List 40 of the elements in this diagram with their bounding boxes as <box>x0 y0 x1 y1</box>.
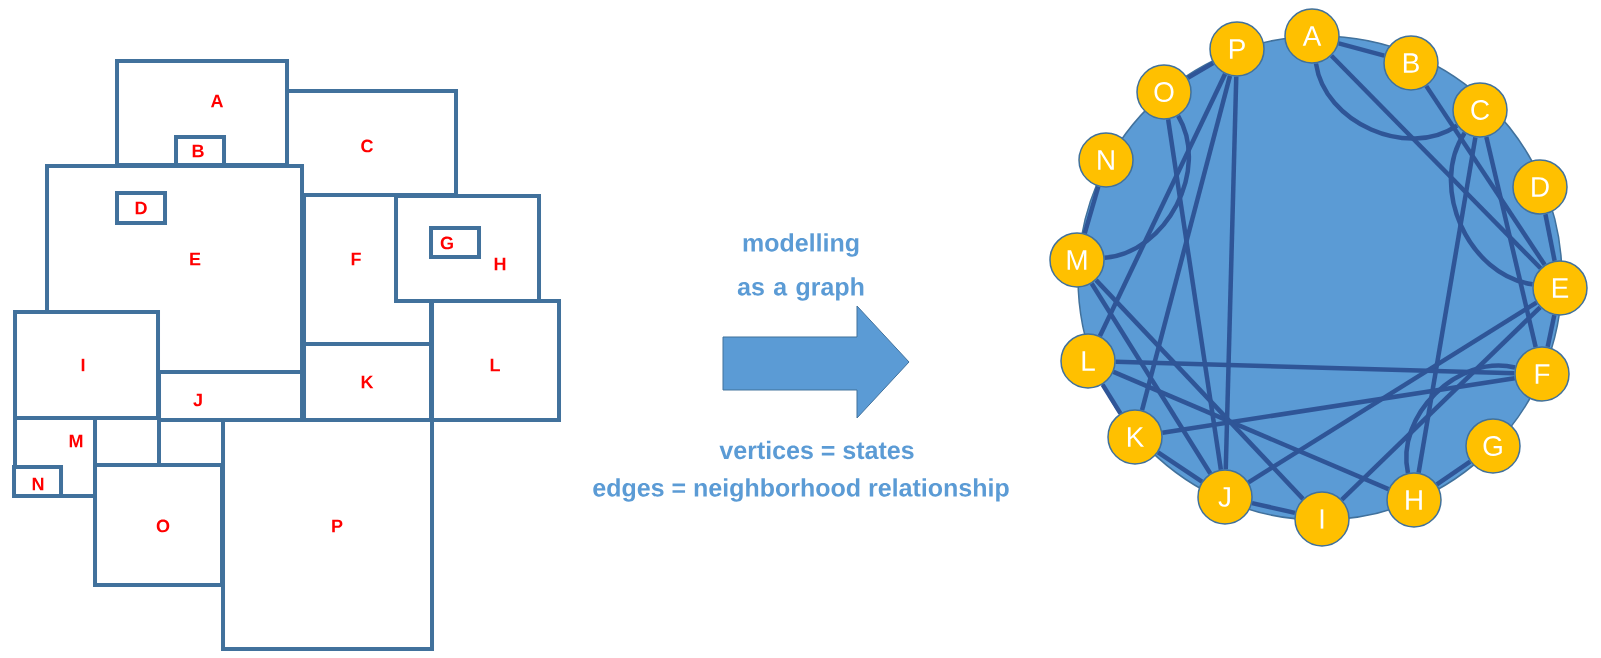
graph-edge <box>1097 73 1228 337</box>
caption-text: vertices = states <box>719 440 914 460</box>
graph-edge <box>1251 500 1296 516</box>
graph-edge <box>1404 363 1516 474</box>
graph-edge <box>1094 278 1305 501</box>
graph-edge <box>1115 359 1515 376</box>
graph-edge <box>1340 305 1542 502</box>
graph-edge <box>1100 383 1123 415</box>
caption-text: edges = neighborhood relationship <box>593 478 1009 502</box>
map-region: N <box>12 465 63 498</box>
graph-edge <box>1165 119 1224 470</box>
map-region: G <box>429 226 481 259</box>
graph-edge <box>1416 137 1478 473</box>
graph-edge <box>1112 369 1390 492</box>
caption-text: modelling as a graph <box>737 233 864 301</box>
graph-edge <box>1545 314 1557 348</box>
map-region: L <box>430 299 561 422</box>
graph-edge <box>1162 376 1515 435</box>
graph-edge <box>1329 54 1543 270</box>
map-region: K <box>302 342 433 422</box>
graph-edge <box>1435 459 1472 487</box>
graph-edge <box>1338 41 1385 58</box>
graph-edge <box>1156 450 1204 484</box>
graph-edge <box>1313 62 1459 141</box>
graph-edge <box>1424 84 1547 267</box>
graph-edge <box>1082 186 1101 234</box>
graph-edge <box>1089 282 1213 475</box>
map-region: D <box>115 191 167 225</box>
graph-edge <box>1448 132 1534 287</box>
map-region: C <box>285 89 458 197</box>
map-region: B <box>174 135 226 167</box>
graph-edge <box>1223 76 1239 470</box>
graph-edge <box>1139 75 1233 411</box>
graph-edge <box>1543 213 1557 262</box>
graph-edge <box>1247 300 1538 485</box>
map-region: J <box>157 370 304 422</box>
graph-edge <box>1484 136 1538 348</box>
graph-edge <box>1104 114 1191 260</box>
graph-edge <box>1186 61 1215 80</box>
map-region: O <box>93 463 224 587</box>
